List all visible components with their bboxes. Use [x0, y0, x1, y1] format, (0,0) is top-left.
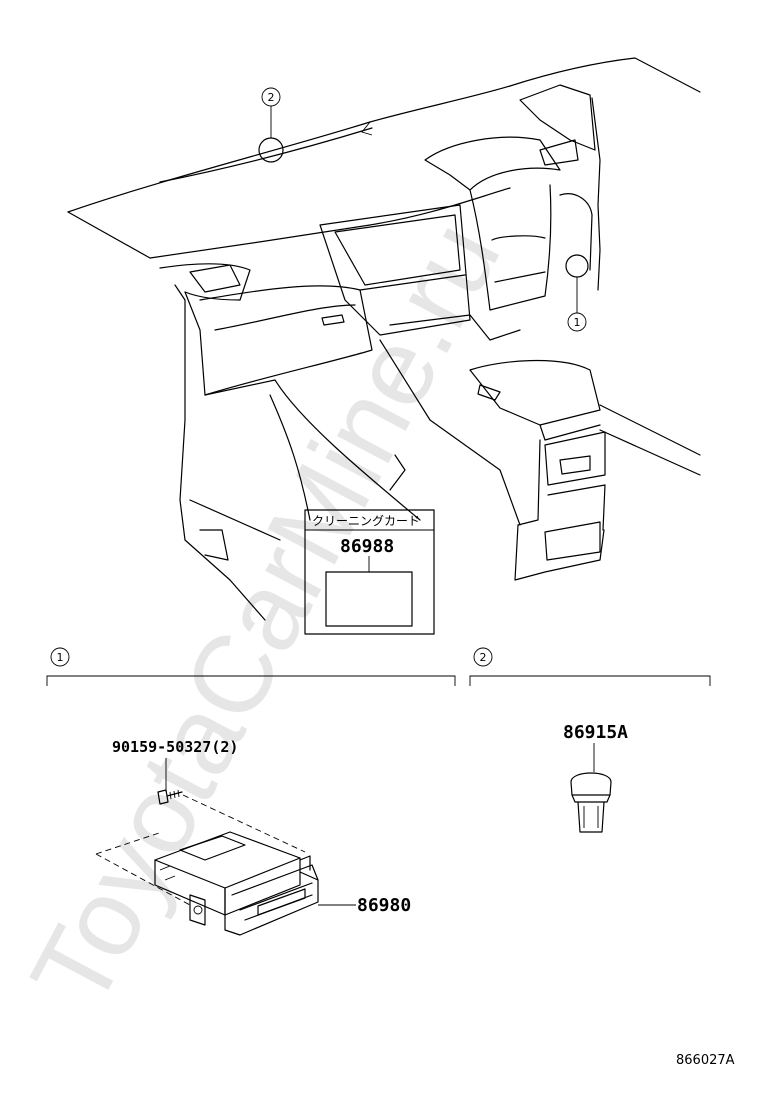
svg-text:2: 2 — [480, 651, 487, 664]
svg-text:1: 1 — [57, 651, 64, 664]
cleaning-card-title: クリーニングカード — [312, 514, 420, 528]
connector-unit-icon — [154, 831, 319, 936]
callout-1-dashboard: 1 — [565, 254, 589, 332]
cleaning-card-box: クリーニングカード 86988 — [304, 509, 435, 635]
screw-icon — [157, 789, 183, 805]
part-number-90159-50327: 90159-50327(2) — [112, 738, 238, 756]
svg-text:1: 1 — [574, 316, 581, 329]
section-1: 1 90159-50327(2) 8 — [46, 647, 456, 936]
callout-2-dashboard: 2 — [258, 87, 284, 163]
part-number-86915A: 86915A — [563, 722, 628, 743]
part-number-86980: 86980 — [357, 895, 411, 916]
svg-text:2: 2 — [268, 91, 275, 104]
illustration-code: 866027A — [676, 1053, 735, 1068]
bulb-icon — [570, 772, 612, 833]
dashboard-illustration — [67, 57, 701, 621]
section-2: 2 86915A — [469, 647, 711, 833]
part-number-86988: 86988 — [340, 536, 394, 557]
